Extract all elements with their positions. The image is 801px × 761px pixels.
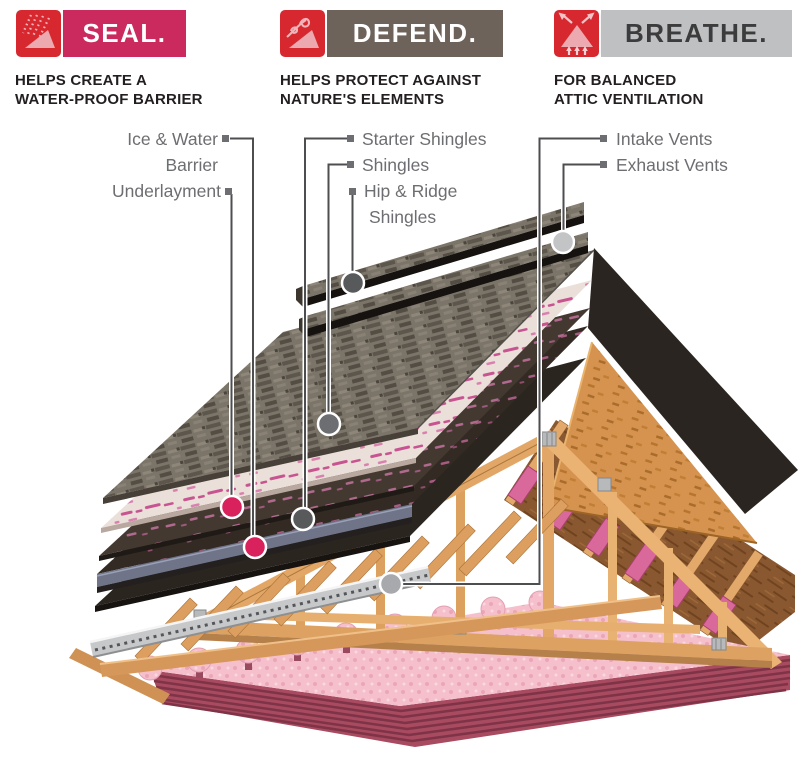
breathe-desc-line2: ATTIC VENTILATION (554, 91, 704, 108)
defend-badge: DEFEND. (327, 10, 503, 57)
label-hip-ridge-line2: Shingles (369, 207, 437, 227)
rain-on-roof-icon (16, 10, 61, 57)
breathe-desc-line1: FOR BALANCED (554, 72, 677, 89)
hip-ridge-strip-upper (296, 202, 584, 307)
underlayment-dot (219, 494, 245, 520)
label-ice-water-line2: Barrier (165, 155, 218, 175)
defend-description: HELPS PROTECT AGAINST NATURE'S ELEMENTS (280, 71, 481, 109)
ice-water-barrier-dot (242, 534, 268, 560)
starter-shingles-dot (290, 506, 316, 532)
eave-beam-highlight (99, 595, 661, 665)
label-hip-ridge-line1: Hip & Ridge (364, 181, 458, 201)
intake-vents-dot (378, 571, 404, 597)
breathe-badge: BREATHE. (601, 10, 792, 57)
defend-desc-line2: NATURE'S ELEMENTS (280, 91, 445, 108)
label-exhaust-vents: Exhaust Vents (616, 155, 728, 175)
callout-label-markers (222, 135, 607, 195)
seal-badge: SEAL. (63, 10, 186, 57)
eave-beam (100, 596, 662, 677)
attic-airflow-icon (554, 10, 599, 57)
hip-ridge-shingles-dot (340, 270, 366, 296)
label-starter-shingles: Starter Shingles (362, 129, 487, 149)
osb-edge-highlight (547, 341, 593, 508)
intake-vent-strip (89, 565, 432, 658)
callout-lines (230, 137, 601, 585)
seal-description: HELPS CREATE A WATER-PROOF BARRIER (15, 71, 203, 109)
defend-desc-line1: HELPS PROTECT AGAINST (280, 72, 482, 89)
label-ice-water-line1: Ice & Water (127, 129, 218, 149)
exhaust-vents-dot (550, 229, 576, 255)
roof-felt-right-slope (588, 248, 798, 514)
breathe-description: FOR BALANCED ATTIC VENTILATION (554, 71, 704, 109)
wind-on-roof-icon (280, 10, 325, 57)
label-intake-vents: Intake Vents (616, 129, 713, 149)
shingles-dot (316, 411, 342, 437)
seal-desc-line2: WATER-PROOF BARRIER (15, 91, 203, 108)
breathe-badge-group: BREATHE. (554, 10, 792, 57)
label-underlayment: Underlayment (112, 181, 221, 201)
defend-badge-group: DEFEND. (280, 10, 503, 57)
osb-edge-shadow (547, 506, 758, 544)
label-shingles: Shingles (362, 155, 430, 175)
seal-badge-group: SEAL. (16, 10, 186, 57)
eave-fascia-return (69, 648, 170, 704)
seal-desc-line1: HELPS CREATE A (15, 72, 147, 89)
shingle-layer (103, 249, 595, 504)
